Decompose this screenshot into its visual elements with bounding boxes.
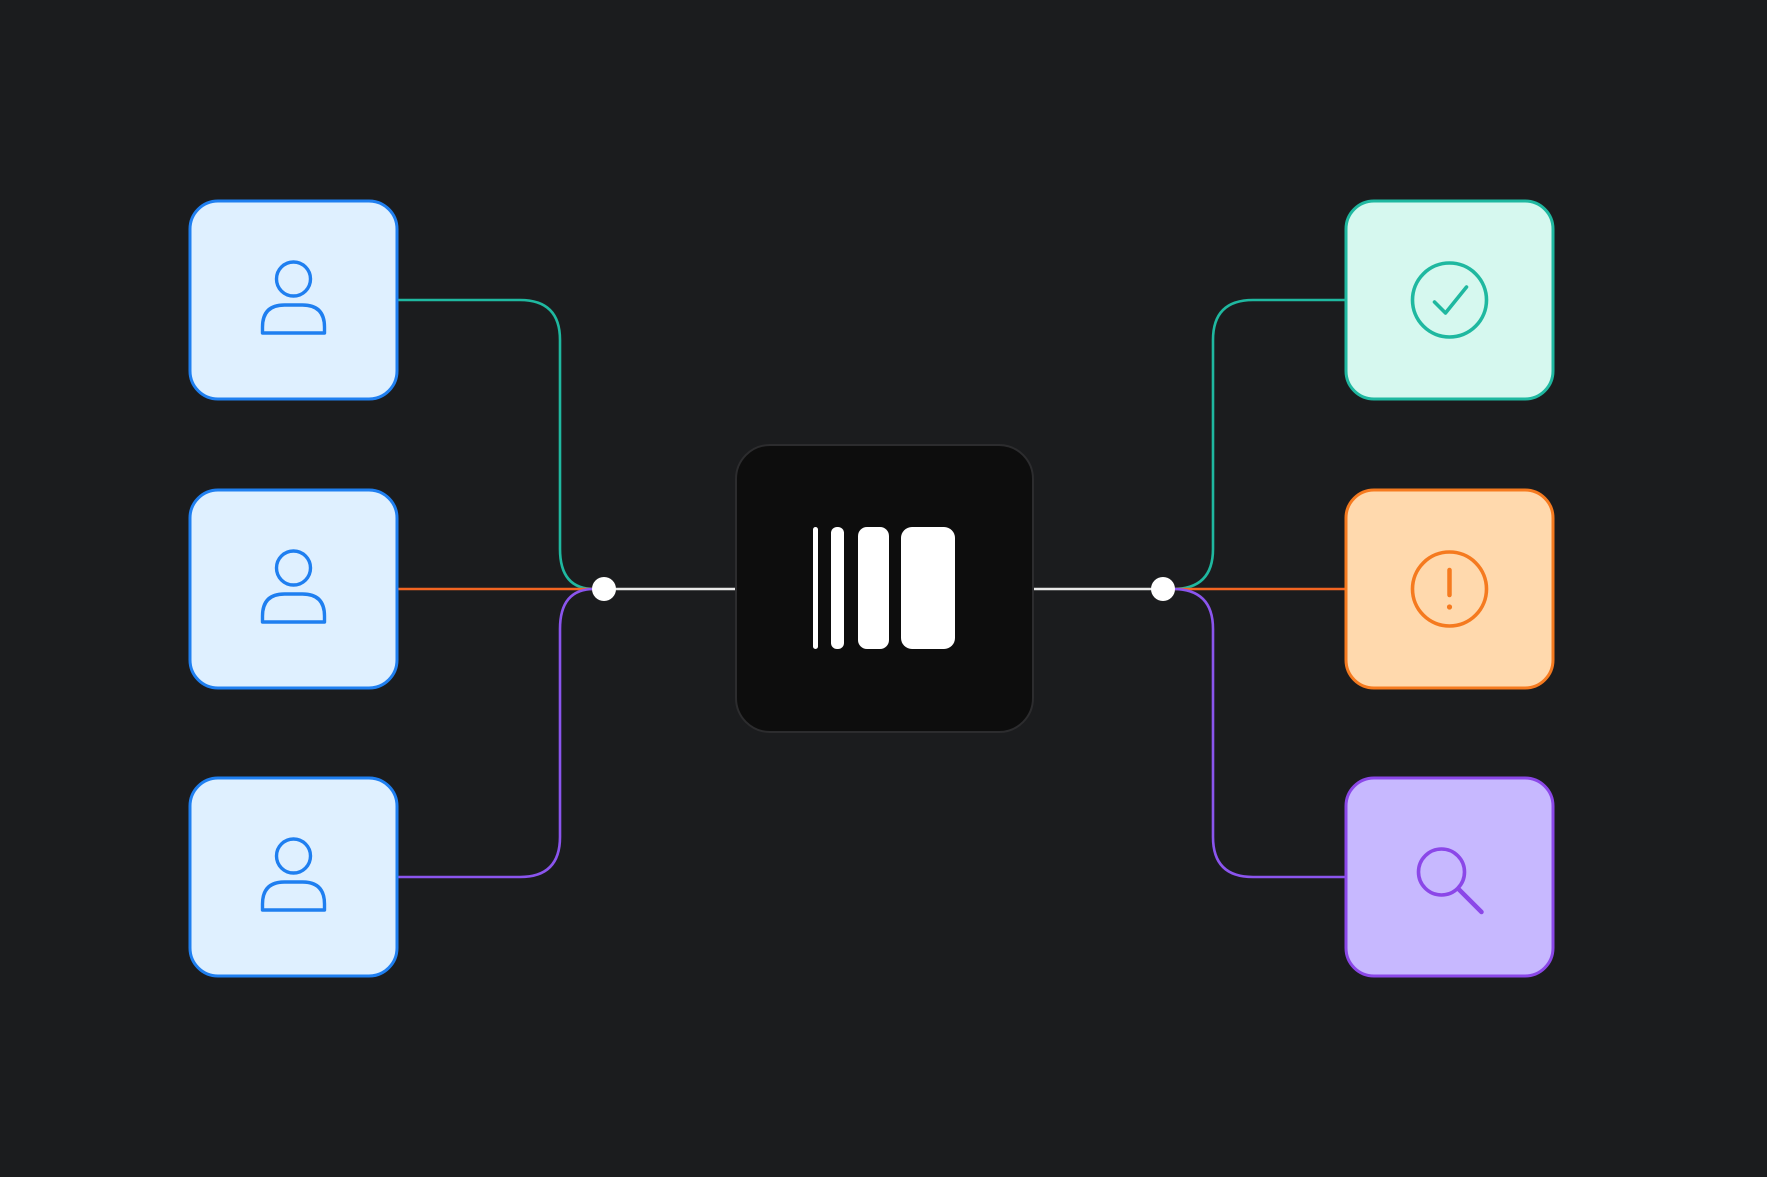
user-icon <box>260 260 327 335</box>
check-circle-icon <box>1410 261 1489 339</box>
alert-circle-icon <box>1410 550 1489 628</box>
output-link <box>1172 587 1346 879</box>
right-junction-dot <box>1151 577 1175 601</box>
input-node-3 <box>188 776 399 978</box>
input-link <box>397 587 595 879</box>
input-node-1 <box>188 199 399 401</box>
output-node-box <box>1344 776 1555 978</box>
input-node-box <box>188 776 399 978</box>
input-link <box>397 298 595 591</box>
connectors <box>397 298 1346 879</box>
output-node-box <box>1344 199 1555 401</box>
user-icon <box>260 837 327 912</box>
output-link <box>1172 298 1346 591</box>
output-node-approved <box>1344 199 1555 401</box>
logo-bars-icon <box>813 527 955 649</box>
input-node-box <box>188 199 399 401</box>
user-icon <box>260 549 327 624</box>
central-hub <box>735 444 1034 733</box>
input-node-box <box>188 488 399 690</box>
output-node-review <box>1344 776 1555 978</box>
input-node-2 <box>188 488 399 690</box>
output-node-warning <box>1344 488 1555 690</box>
left-junction-dot <box>592 577 616 601</box>
search-icon <box>1416 847 1484 915</box>
